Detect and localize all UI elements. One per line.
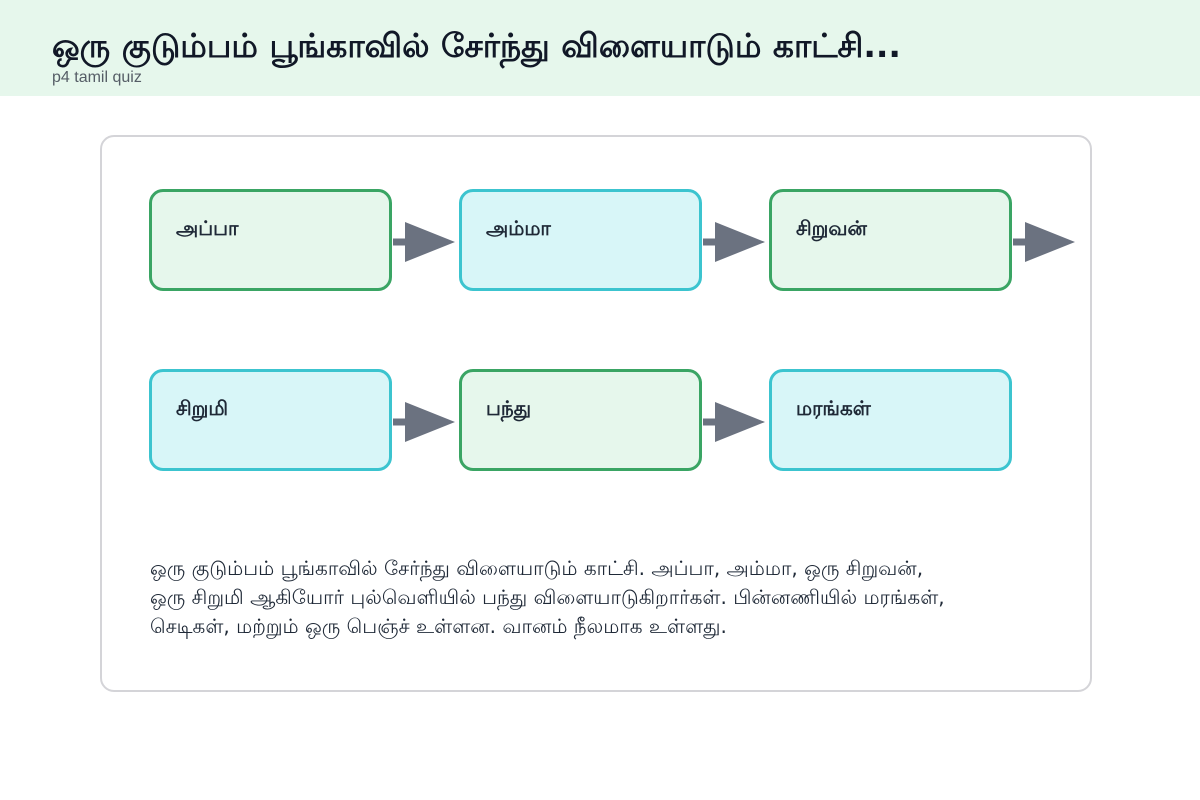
node-label: அம்மா <box>486 216 551 240</box>
flow-arrow-icon <box>393 402 455 442</box>
scene-description: ஒரு குடும்பம் பூங்காவில் சேர்ந்து விளையா… <box>150 554 1200 650</box>
flow-arrow-icon <box>1013 222 1075 262</box>
node-label: அப்பா <box>176 216 239 240</box>
page-subtitle: p4 tamil quiz <box>52 69 142 86</box>
page-header: ஒரு குடும்பம் பூங்காவில் சேர்ந்து விளையா… <box>0 0 1200 96</box>
node-sirumi: சிறுமி <box>149 369 392 471</box>
description-line: ஒரு குடும்பம் பூங்காவில் சேர்ந்து விளையா… <box>150 556 924 580</box>
description-line: செடிகள், மற்றும் ஒரு பெஞ்ச் உள்ளன. வானம்… <box>150 614 727 638</box>
node-panthu: பந்து <box>459 369 702 471</box>
flow-arrow-icon <box>393 222 455 262</box>
node-appa: அப்பா <box>149 189 392 291</box>
node-amma: அம்மா <box>459 189 702 291</box>
node-marangal: மரங்கள் <box>769 369 1012 471</box>
flow-arrow-icon <box>703 222 765 262</box>
node-label: சிறுவன் <box>796 216 867 240</box>
node-label: சிறுமி <box>176 396 229 420</box>
node-siruvan: சிறுவன் <box>769 189 1012 291</box>
page-title: ஒரு குடும்பம் பூங்காவில் சேர்ந்து விளையா… <box>52 26 901 65</box>
description-line: ஒரு சிறுமி ஆகியோர் புல்வெளியில் பந்து வி… <box>150 585 945 609</box>
node-label: மரங்கள் <box>796 396 871 420</box>
node-label: பந்து <box>486 396 532 420</box>
flow-arrow-icon <box>703 402 765 442</box>
